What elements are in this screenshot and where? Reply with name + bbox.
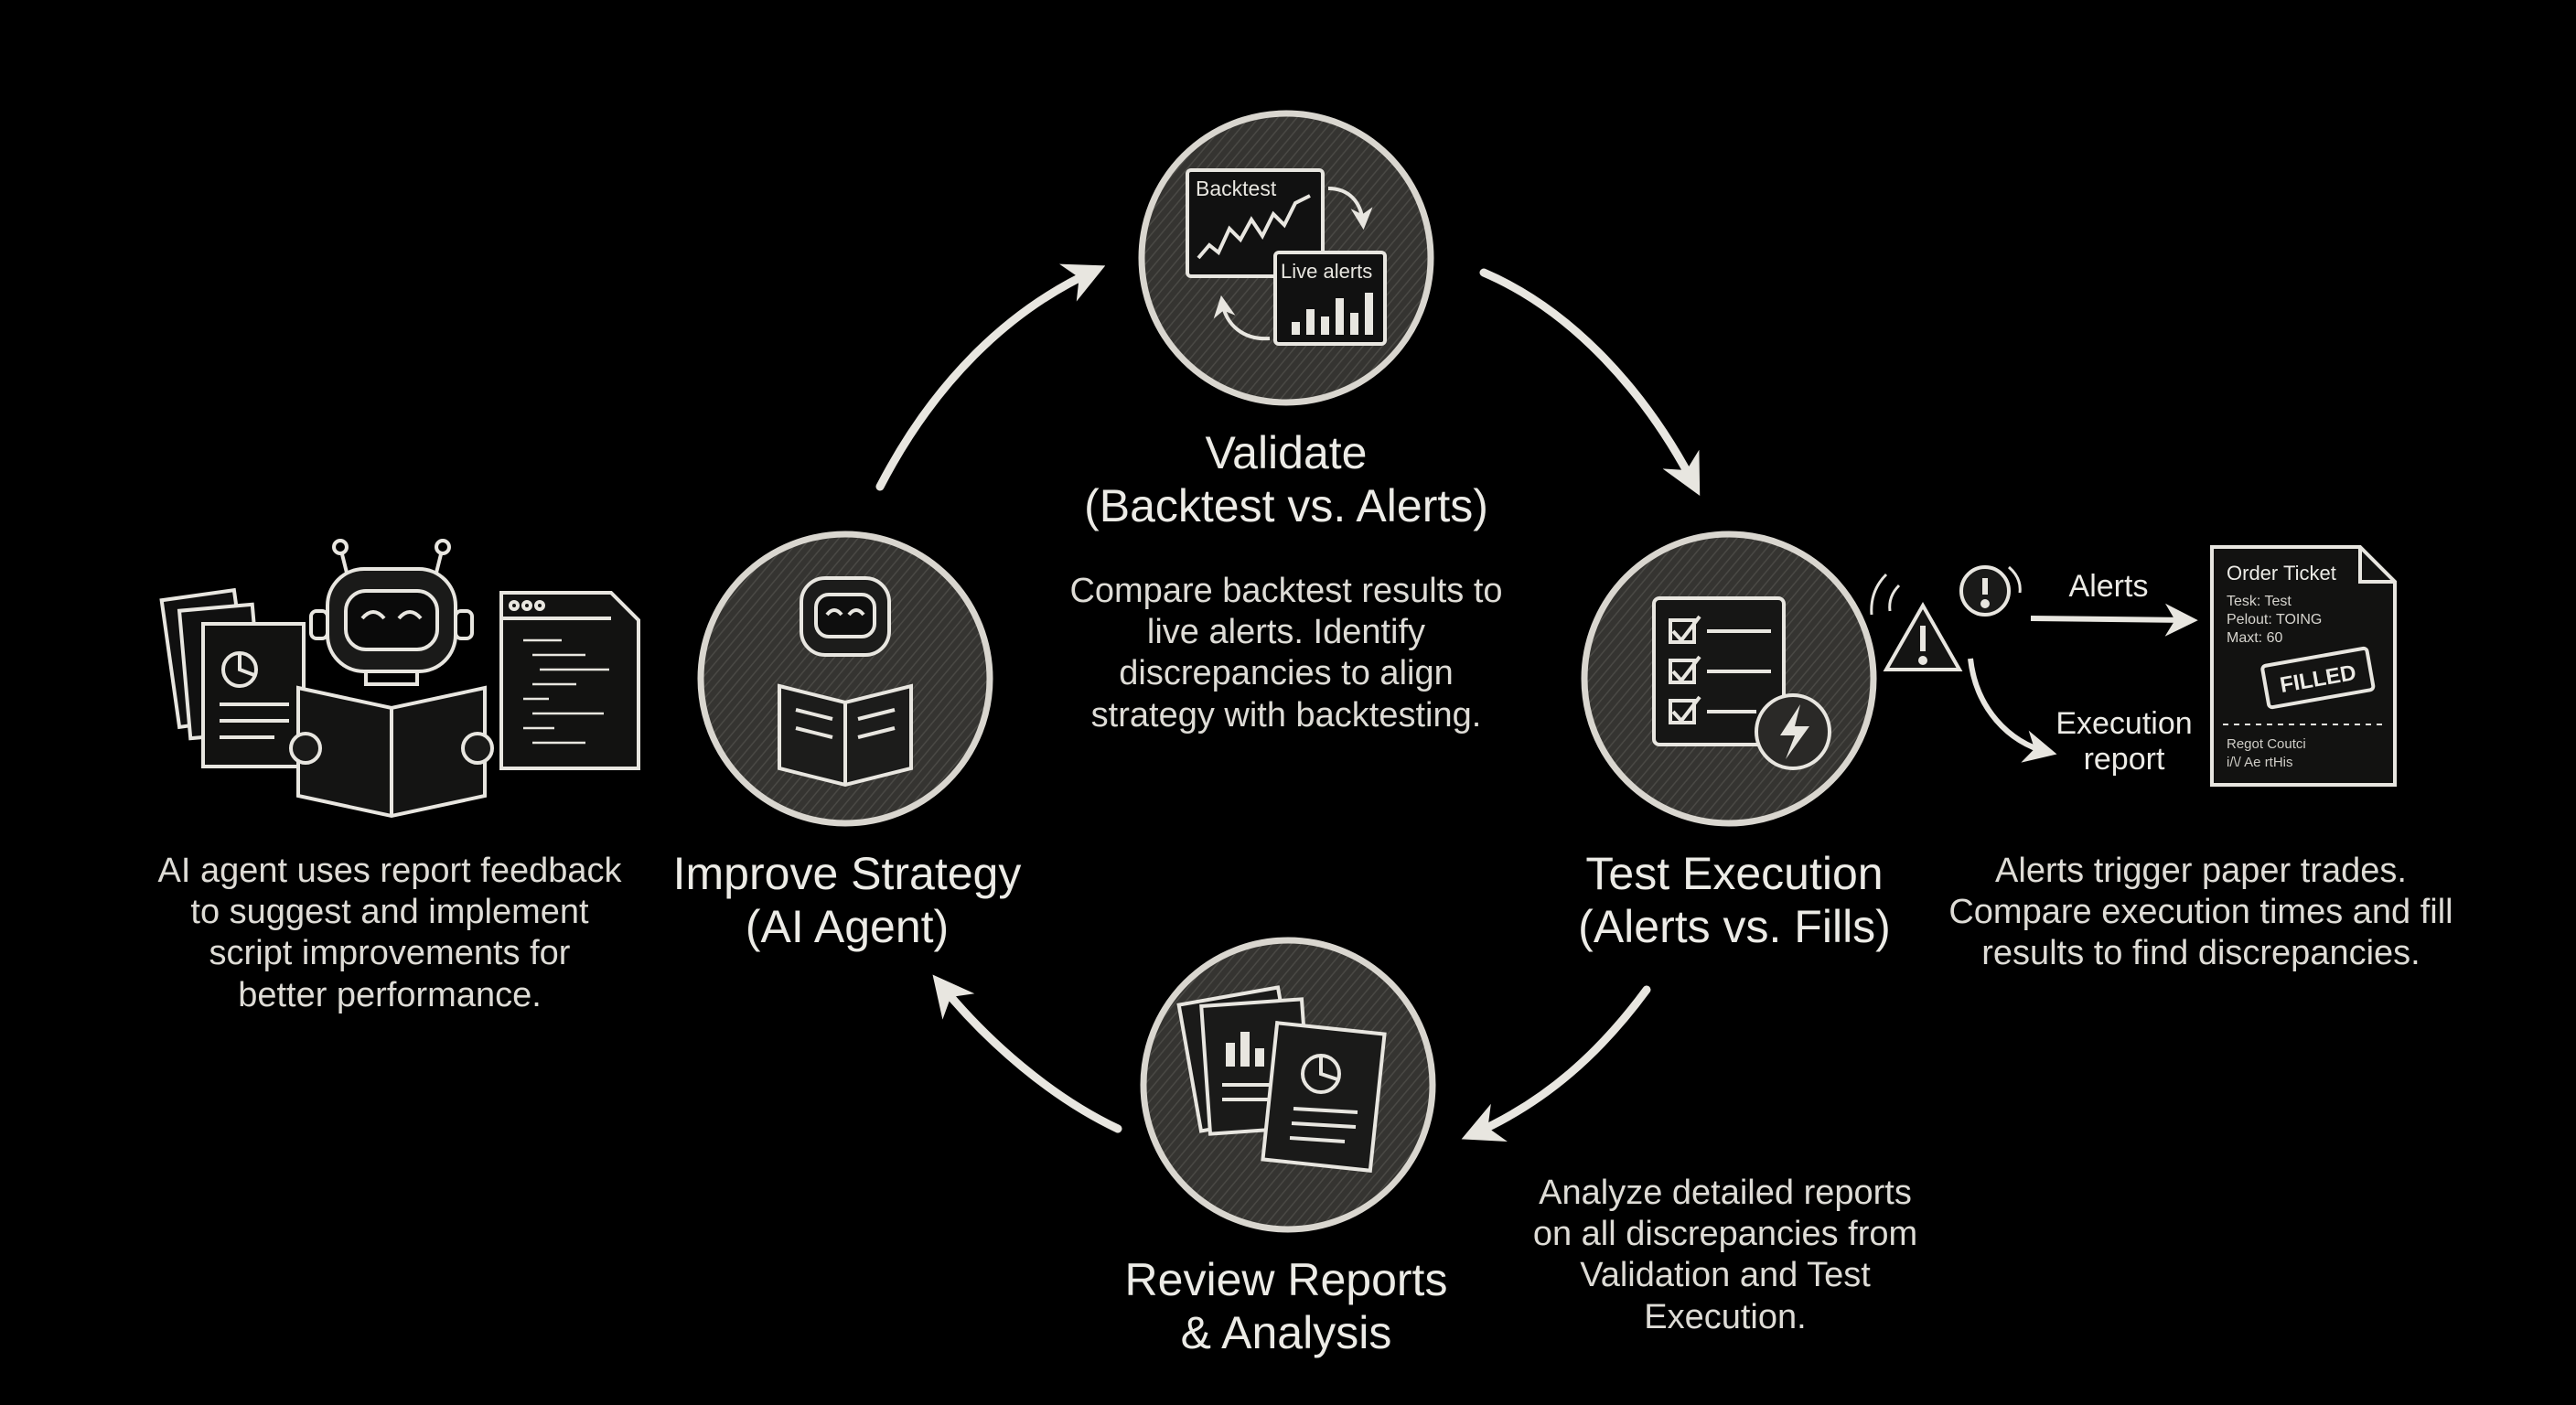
validate-title: Validate (Backtest vs. Alerts) [1084,427,1488,531]
validate-node: Backtest Live alerts [1138,110,1434,406]
arrow-test-to-review [1461,985,1651,1142]
alerts-label: Alerts [2068,569,2149,604]
order-ticket-title: Order Ticket [2227,562,2336,585]
order-ticket-line-3: Maxt: 60 [2227,630,2282,646]
execution-report-arrow [1968,658,2057,763]
robot-reading-icon [778,576,913,788]
svg-text:Live alerts: Live alerts [1281,260,1372,283]
order-ticket-line-2: Pelout: TOING [2227,612,2322,627]
checklist-lightning-icon [1652,596,1831,770]
improve-title: Improve Strategy (AI Agent) [672,848,1022,952]
order-ticket-footer-2: i/\/ Ae rtHis [2227,755,2293,770]
order-ticket: Order Ticket Tesk: Test Pelout: TOING Ma… [2210,545,2397,787]
test-execution-title: Test Execution (Alerts vs. Fills) [1578,848,1891,952]
execution-illustration: Order Ticket Tesk: Test Pelout: TOING Ma… [1870,545,2397,787]
ai-agent-illustration [159,539,640,819]
alerts-arrow [2030,603,2198,637]
backtest-vs-live-alerts-icon: Backtest Live alerts [1186,168,1387,346]
validate-description: Compare backtest results to live alerts.… [1069,572,1503,735]
svg-text:Backtest: Backtest [1196,177,1277,200]
review-description: Analyze detailed reports on all discrepa… [1532,1174,1918,1336]
arrow-improve-to-validate [875,263,1106,491]
cycle-arrows [875,263,1701,1142]
alert-warning-icon [1870,565,2022,671]
documents-charts-icon [1176,985,1387,1173]
code-window-icon [499,591,640,770]
arrow-validate-to-test [1479,268,1701,496]
arrow-review-to-improve [932,974,1122,1133]
robot-icon [309,539,474,686]
improve-disc [697,531,993,827]
test-execution-node [1581,531,1877,827]
report-stack-icon [159,587,306,768]
execution-report-label: Execution report [2055,706,2193,778]
review-node [1140,937,1436,1233]
test-execution-description: Alerts trigger paper trades. Compare exe… [1948,852,2453,973]
order-ticket-footer-1: Regot Coutci [2227,736,2306,752]
review-title: Review Reports & Analysis [1124,1254,1448,1358]
order-ticket-line-1: Tesk: Test [2227,594,2292,609]
improve-description: AI agent uses report feedback to suggest… [157,852,622,1014]
improve-node [697,531,993,827]
open-book-icon [289,685,494,819]
